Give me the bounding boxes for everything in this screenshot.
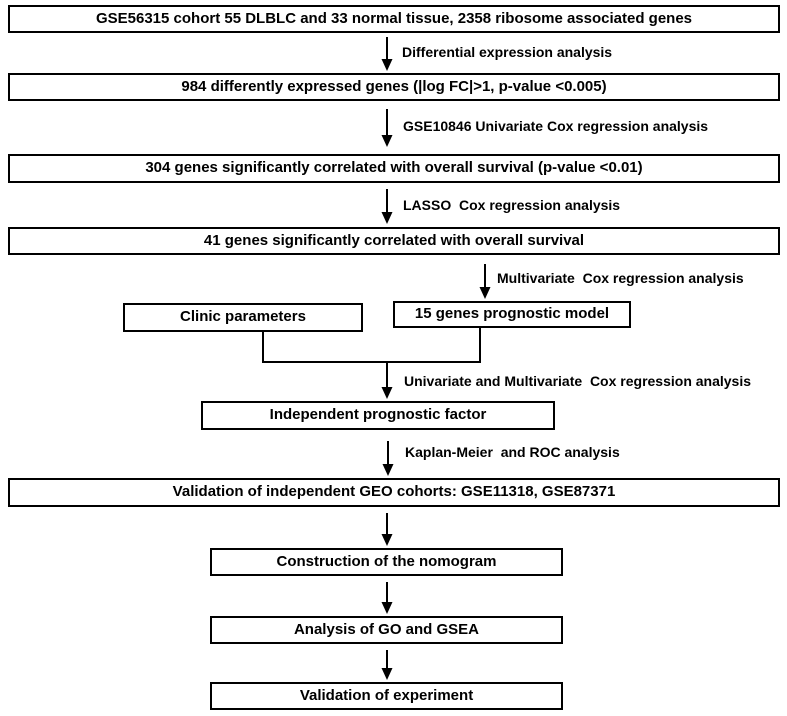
- box-geo-validation: Validation of independent GEO cohorts: G…: [8, 478, 780, 507]
- label-univariate-cox: GSE10846 Univariate Cox regression analy…: [403, 118, 709, 134]
- box-gse56315-cohort: GSE56315 cohort 55 DLBLC and 33 normal t…: [8, 5, 780, 33]
- label-km-roc: Kaplan-Meier and ROC analysis: [405, 444, 620, 460]
- arrow-to-go-gsea: [381, 582, 393, 614]
- label-differential-expression: Differential expression analysis: [402, 44, 613, 60]
- box-go-gsea: Analysis of GO and GSEA: [210, 616, 563, 644]
- arrow-differential-expression: [381, 37, 393, 71]
- box-nomogram: Construction of the nomogram: [210, 548, 563, 576]
- box-experiment-validation: Validation of experiment: [210, 682, 563, 710]
- label-multivariate-cox: Multivariate Cox regression analysis: [497, 270, 744, 286]
- arrow-multivariate-cox: [479, 264, 491, 299]
- arrow-univariate-cox: [381, 109, 393, 147]
- merge-connector: [262, 328, 481, 399]
- box-clinic-parameters: Clinic parameters: [123, 303, 363, 332]
- box-41-genes: 41 genes significantly correlated with o…: [8, 227, 780, 255]
- box-304-genes: 304 genes significantly correlated with …: [8, 154, 780, 183]
- arrow-lasso-cox: [381, 189, 393, 224]
- arrow-to-nomogram: [381, 513, 393, 546]
- label-uni-multi-cox: Univariate and Multivariate Cox regressi…: [404, 373, 752, 389]
- box-independent-factor: Independent prognostic factor: [201, 401, 555, 430]
- label-lasso-cox: LASSO Cox regression analysis: [403, 197, 621, 213]
- box-differently-expressed: 984 differently expressed genes (|log FC…: [8, 73, 780, 101]
- arrow-to-experiment: [381, 650, 393, 680]
- arrow-km-roc: [382, 441, 394, 476]
- box-15-genes-model: 15 genes prognostic model: [393, 301, 631, 328]
